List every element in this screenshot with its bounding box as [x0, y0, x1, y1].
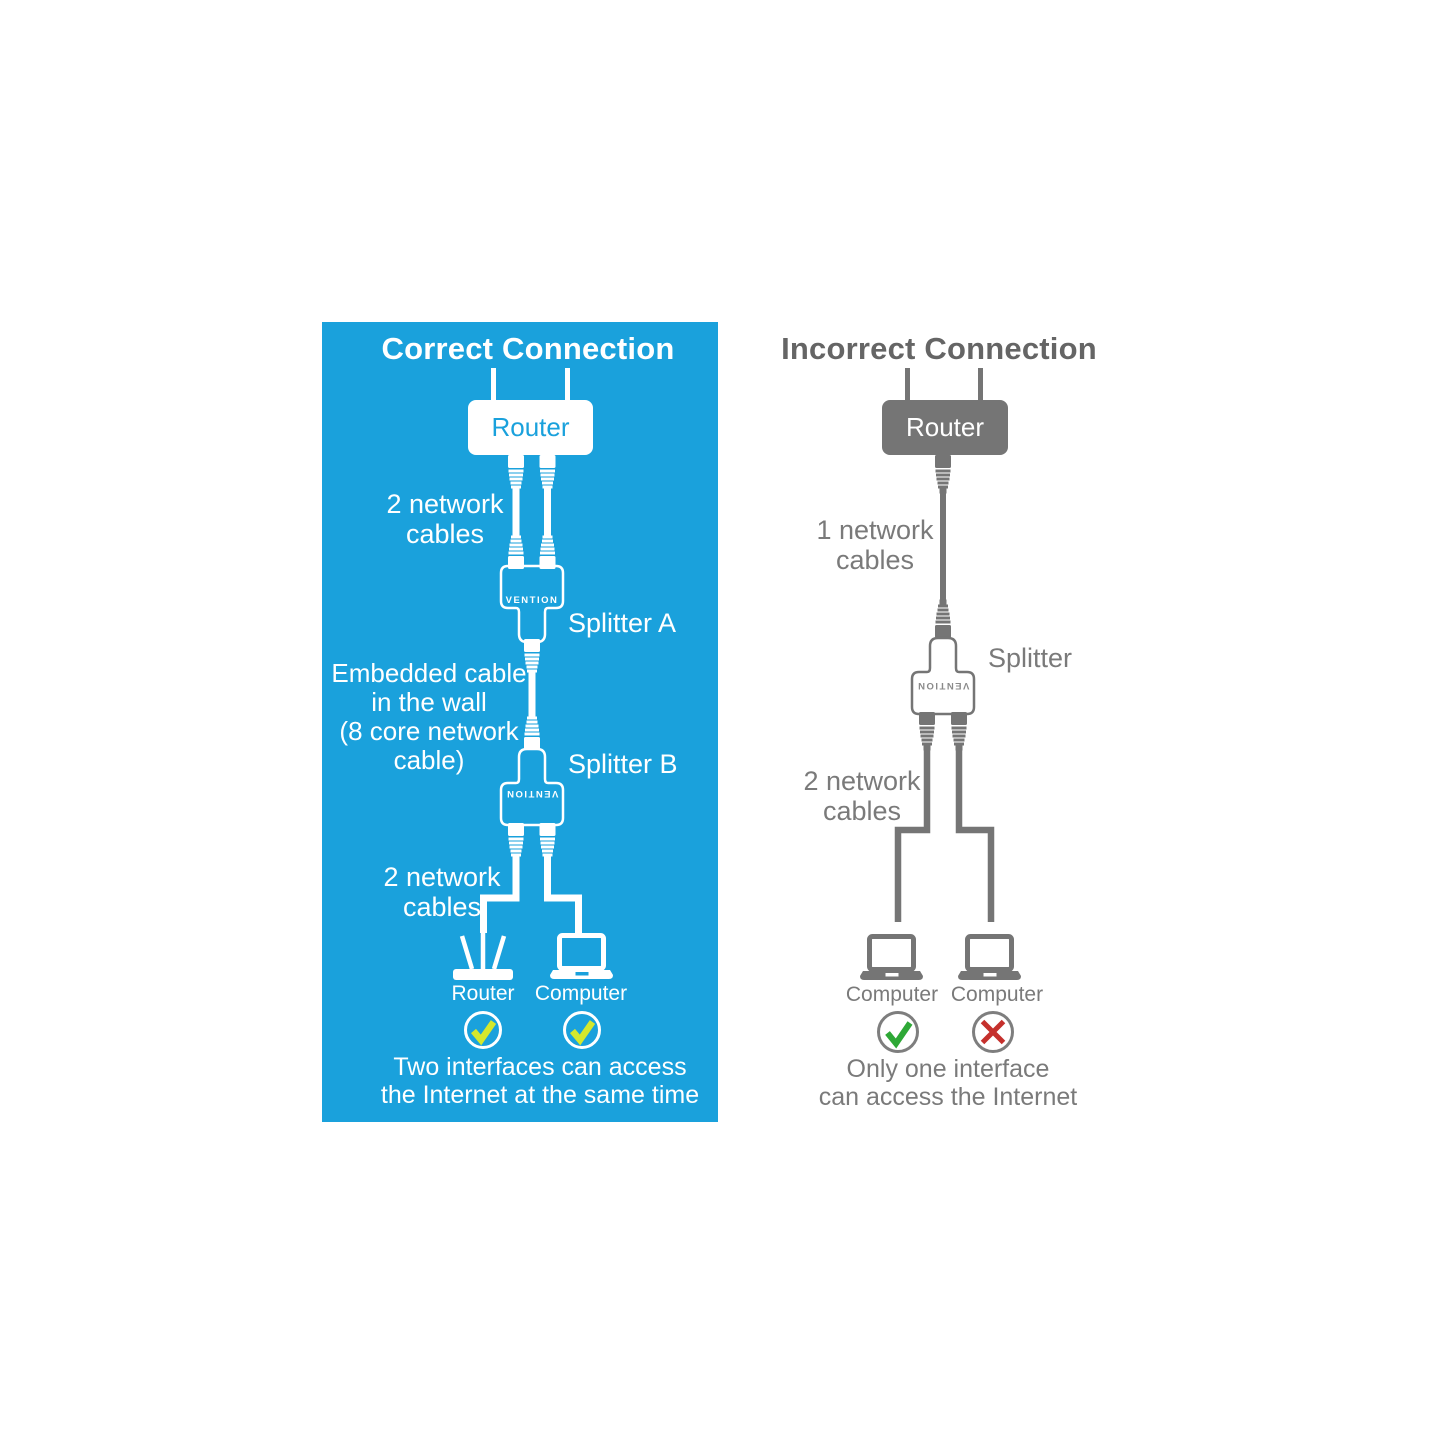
rj45-plug-icon [539, 455, 556, 494]
splitter-icon [910, 636, 976, 716]
network-cables-bottom [480, 858, 582, 933]
laptop-notch [885, 973, 899, 977]
panel-caption: Only one interface can access the Intern… [818, 1055, 1078, 1111]
check-badge-circle [877, 1011, 919, 1053]
device-computer-label: Computer [534, 982, 628, 1005]
rj45-plug-icon [935, 455, 951, 494]
incorrect-connection-panel: VENTION Incorrect Connection Router 1 ne… [760, 322, 1160, 1122]
embedded-cable-label: Embedded cable in the wall (8 core netwo… [331, 658, 527, 776]
router-antennas-icon [491, 368, 570, 402]
splitter-a-label: Splitter A [568, 608, 677, 638]
router-box-label: Router [905, 412, 985, 442]
splitter-b-label: Splitter B [568, 749, 678, 779]
vention-logo: VENTION [506, 595, 559, 606]
router-antennas-icon [905, 368, 983, 402]
panel-title: Incorrect Connection [781, 331, 1097, 366]
laptop-notch [575, 972, 589, 976]
panel-title: Correct Connection [381, 331, 675, 366]
check-badge-circle [464, 1011, 502, 1049]
rj45-plug-icon [951, 712, 967, 751]
router-box-label: Router [491, 412, 570, 442]
panel-caption: Two interfaces can access the Internet a… [380, 1053, 700, 1109]
check-badge-circle [563, 1011, 601, 1049]
cross-badge-circle [972, 1011, 1014, 1053]
correct-connection-panel: VENTION VENTION Correct Connection Rout [322, 322, 718, 1122]
splitter-label: Splitter [988, 643, 1073, 673]
vention-logo: VENTION [917, 680, 970, 691]
check-icon [885, 1021, 913, 1049]
device-computer-label: Computer [950, 983, 1044, 1006]
cables-top-label: 2 network cables [386, 489, 504, 550]
router-box: Router [468, 400, 593, 455]
rj45-plug-icon [508, 823, 524, 862]
router-box: Router [882, 400, 1008, 455]
vention-logo: VENTION [506, 788, 559, 799]
device-computer-label: Computer [845, 983, 939, 1006]
wifi-router-icon [453, 933, 513, 980]
cable-top-label: 1 network cables [816, 515, 934, 576]
network-cables-top [512, 490, 551, 534]
cables-bottom-label: 2 network cables [383, 862, 501, 923]
network-cables-bottom [894, 747, 995, 922]
incorrect-diagram-graphics: VENTION [760, 368, 1160, 1053]
rj45-plug-icon [935, 599, 951, 638]
check-icon [471, 1020, 497, 1046]
cables-bottom-label: 2 network cables [803, 766, 921, 827]
rj45-plug-icon [919, 712, 935, 751]
correct-diagram-graphics: VENTION VENTION [322, 368, 718, 1049]
device-router-label: Router [451, 982, 515, 1005]
rj45-plug-icon [539, 823, 556, 862]
rj45-plug-icon [508, 455, 524, 494]
laptop-notch [983, 973, 997, 977]
check-icon [570, 1020, 596, 1046]
cross-icon [980, 1019, 1006, 1045]
